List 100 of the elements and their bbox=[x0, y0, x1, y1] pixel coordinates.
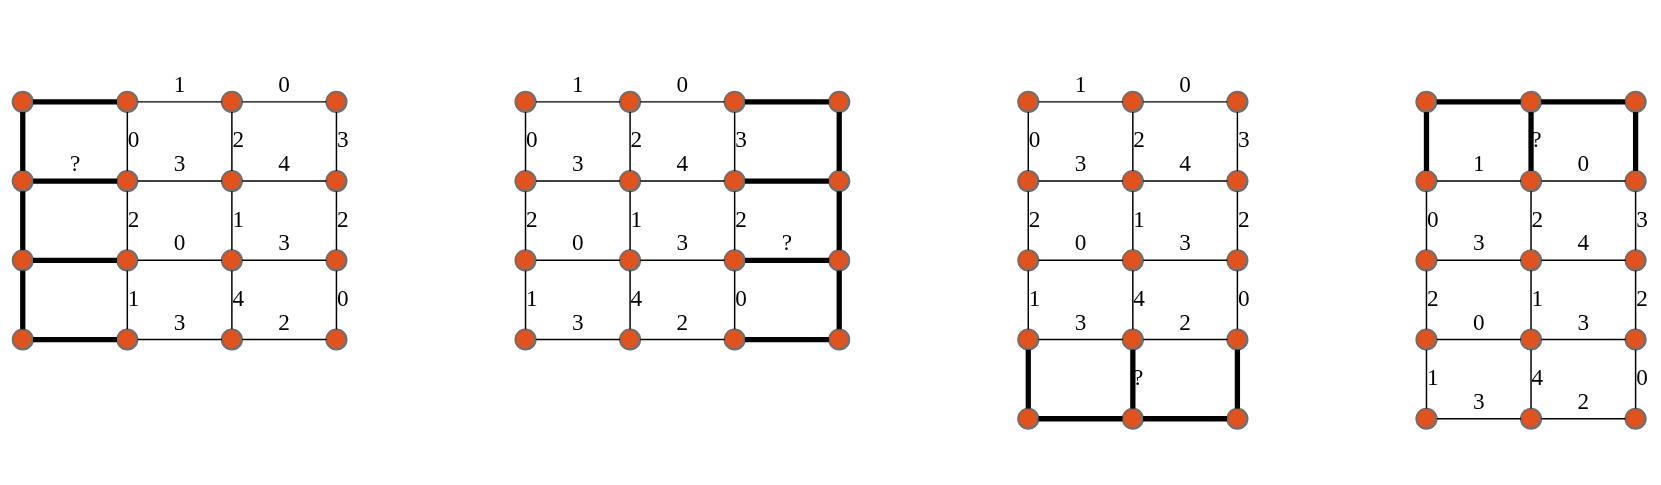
node-circle bbox=[1624, 328, 1647, 351]
connector bbox=[1436, 338, 1522, 341]
edge-label: 3 bbox=[1472, 387, 1485, 414]
connector bbox=[137, 101, 223, 103]
connector bbox=[1530, 269, 1532, 331]
node-circle bbox=[1017, 249, 1040, 272]
node-circle bbox=[1415, 407, 1438, 430]
edge-label: 3 bbox=[173, 308, 186, 335]
edge-label: 2 bbox=[1237, 205, 1250, 232]
connector bbox=[1436, 418, 1522, 420]
edge-label: 4 bbox=[278, 150, 290, 177]
connector bbox=[639, 180, 726, 182]
connector bbox=[1142, 101, 1229, 103]
connector bbox=[32, 99, 117, 105]
edge-label: 2 bbox=[278, 308, 290, 335]
edge-label: 0 bbox=[1636, 364, 1648, 391]
edge-label: 2 bbox=[336, 205, 349, 232]
edge-label: 4 bbox=[676, 150, 689, 177]
connector bbox=[1037, 101, 1124, 103]
node-circle bbox=[723, 328, 746, 351]
connector bbox=[241, 101, 328, 103]
node-circle bbox=[116, 90, 139, 113]
node-circle bbox=[220, 90, 243, 113]
node-circle bbox=[828, 170, 851, 193]
node-circle bbox=[1415, 90, 1438, 113]
node-circle bbox=[1415, 328, 1438, 351]
connector bbox=[1027, 190, 1029, 251]
connector bbox=[1142, 338, 1229, 341]
edge-label: 3 bbox=[1472, 229, 1485, 256]
edge-label: 4 bbox=[232, 284, 245, 311]
connector bbox=[1130, 349, 1136, 409]
edge-label: 3 bbox=[336, 126, 349, 153]
connector bbox=[1236, 269, 1239, 331]
node-circle bbox=[116, 170, 139, 193]
connector bbox=[1425, 190, 1428, 251]
edge-label: 2 bbox=[1179, 308, 1191, 335]
node-circle bbox=[1121, 249, 1144, 272]
connector bbox=[524, 190, 527, 251]
connector bbox=[745, 257, 830, 263]
connector bbox=[231, 111, 233, 172]
node-circle bbox=[1519, 407, 1543, 430]
edge-label: 3 bbox=[1237, 126, 1250, 153]
node-circle bbox=[1226, 249, 1249, 272]
edge-label: 4 bbox=[1577, 229, 1590, 256]
node-circle bbox=[1226, 328, 1249, 351]
connector bbox=[744, 336, 829, 343]
connector bbox=[535, 338, 621, 341]
edge-label: 0 bbox=[526, 126, 538, 153]
edge-label: 0 bbox=[676, 70, 689, 97]
connector bbox=[1037, 338, 1124, 341]
connector bbox=[836, 270, 842, 330]
node-circle bbox=[325, 328, 348, 351]
connector bbox=[535, 101, 621, 103]
edge-label: 2 bbox=[735, 205, 747, 232]
node-circle bbox=[11, 249, 34, 272]
node-circle bbox=[1017, 407, 1040, 430]
connector bbox=[241, 180, 328, 182]
connector bbox=[20, 191, 26, 251]
node-circle bbox=[723, 170, 746, 193]
connector bbox=[1234, 349, 1241, 409]
node-circle bbox=[1226, 90, 1249, 113]
connector bbox=[1038, 416, 1123, 422]
node-circle bbox=[116, 249, 139, 272]
edge-label: 0 bbox=[1028, 126, 1041, 153]
connector bbox=[629, 269, 631, 331]
edge-label: 3 bbox=[1577, 308, 1590, 335]
edge-label: 3 bbox=[1179, 229, 1191, 256]
node-circle bbox=[1121, 328, 1144, 351]
node-circle bbox=[1519, 90, 1543, 113]
connector bbox=[1632, 112, 1639, 171]
edge-label: 3 bbox=[173, 150, 186, 177]
edge-label: 3 bbox=[1074, 150, 1087, 177]
edge-label: 4 bbox=[1531, 364, 1544, 391]
edge-label: 0 bbox=[1237, 284, 1250, 311]
node-circle bbox=[723, 249, 746, 272]
connector bbox=[639, 338, 726, 341]
edge-label: 2 bbox=[526, 205, 538, 232]
edge-label: 0 bbox=[1472, 308, 1485, 335]
connector bbox=[639, 101, 726, 103]
connector bbox=[733, 111, 736, 172]
connector bbox=[137, 259, 223, 262]
connector bbox=[20, 112, 26, 171]
connector bbox=[639, 259, 726, 262]
node-circle bbox=[1121, 407, 1144, 430]
node-circle bbox=[11, 328, 34, 351]
node-circle bbox=[619, 90, 642, 113]
node-circle bbox=[828, 328, 851, 351]
connector bbox=[1540, 418, 1627, 420]
edge-label: 0 bbox=[735, 284, 747, 311]
edge-label: 2 bbox=[1531, 205, 1544, 232]
connector bbox=[126, 269, 129, 331]
node-circle bbox=[514, 90, 537, 113]
connector bbox=[1037, 180, 1124, 182]
connector bbox=[744, 99, 829, 105]
connector bbox=[1634, 349, 1637, 410]
edge-label: 2 bbox=[676, 308, 689, 335]
node-circle bbox=[11, 90, 34, 113]
edge-label: 1 bbox=[1133, 205, 1145, 232]
edge-label: 1 bbox=[571, 70, 584, 97]
edge-label: 4 bbox=[630, 284, 643, 311]
